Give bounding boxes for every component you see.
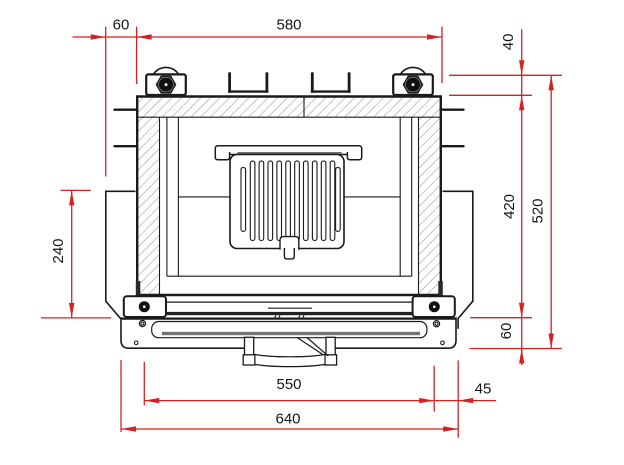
svg-text:580: 580 [276, 17, 301, 34]
svg-text:60: 60 [113, 17, 130, 34]
svg-text:45: 45 [475, 381, 492, 398]
svg-text:60: 60 [498, 323, 515, 340]
svg-text:420: 420 [501, 194, 518, 219]
svg-text:520: 520 [530, 198, 547, 223]
svg-text:240: 240 [50, 238, 67, 263]
svg-text:550: 550 [276, 376, 301, 393]
svg-text:640: 640 [275, 411, 300, 428]
svg-text:40: 40 [500, 34, 517, 51]
